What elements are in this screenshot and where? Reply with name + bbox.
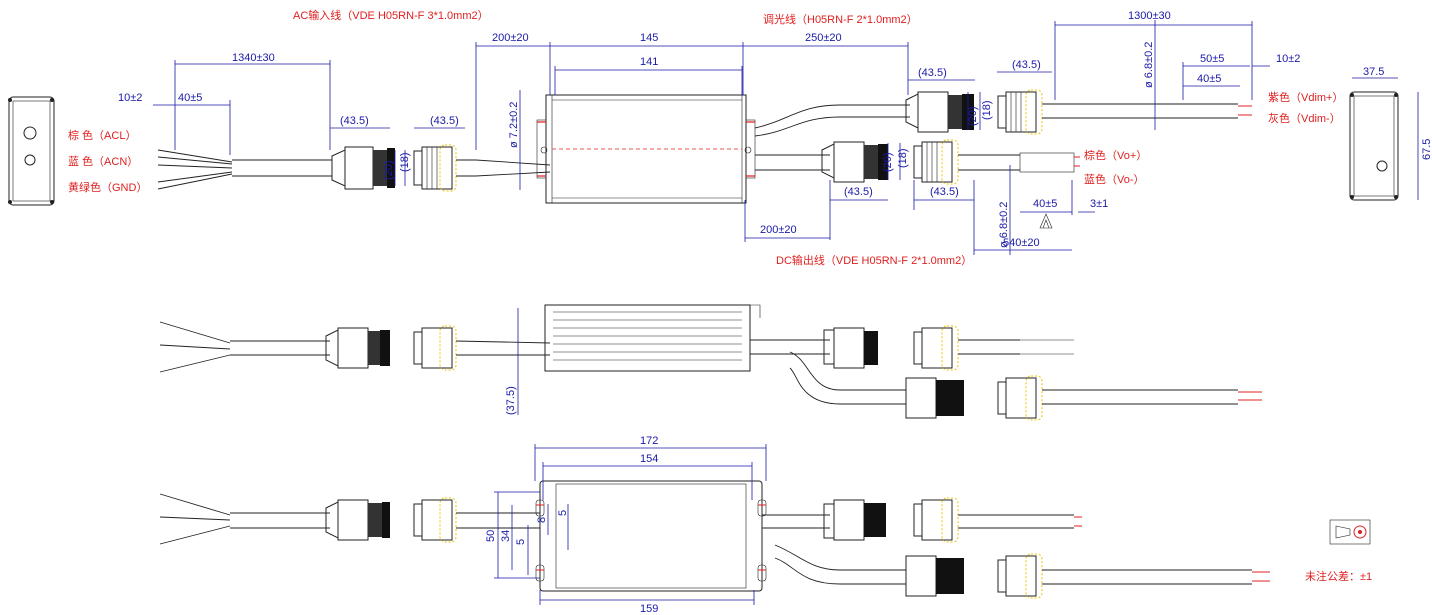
ac-female-connector [413,144,476,192]
dc-cable [755,154,830,171]
left-end-view [8,96,55,206]
dim-67-5: 67.5 [1421,139,1432,160]
dim-200-bottom: 200±20 [760,224,797,236]
acl-label: 棕 色（ACL） [68,128,136,142]
dim-43-5-b: (43.5) [430,115,459,127]
dim-male-connector [905,91,974,133]
projection-symbol [1329,519,1371,545]
dim-18-b: (18) [981,100,993,120]
ac-cable-to-body [475,159,551,177]
dim-145: 145 [640,32,658,44]
ac-male-connector [331,146,395,190]
dim-50: 50±5 [1200,53,1224,65]
dim-cable [754,104,910,137]
dim-female-connector [997,89,1043,135]
dim-18-c: (18) [897,148,909,168]
dim-3: 3±1 [1090,198,1108,210]
ac-cable-segment [232,159,332,177]
dim-43-5-a: (43.5) [340,115,369,127]
dim-5-b: 5 [557,510,569,516]
dim-18-a: (18) [399,152,411,172]
vdim-plus-label: 紫色（Vdim+） [1268,90,1344,104]
dim-37-5-a: 37.5 [1363,66,1384,78]
dim-8: 8 [536,517,548,523]
dim-40-left: 40±5 [178,92,202,104]
tolerance-note: 未注公差：±1 [1305,569,1372,583]
gnd-label: 黄绿色（GND） [68,180,147,194]
dim-20-b: (20) [967,106,979,126]
driver-body-top [536,94,756,204]
dim-43-5-f: (43.5) [930,186,959,198]
dim-10-right: 10±2 [1276,53,1300,65]
dim-dia-6-8-b: ø 6.8±0.2 [998,202,1010,248]
dc-male-connector [821,141,888,183]
dim-154: 154 [640,453,658,465]
bottom-view [159,444,1270,605]
dc-cable-out [958,154,1020,171]
ac-wires [157,149,233,190]
dim-50-h: 50 [485,530,497,542]
dim-200-top: 200±20 [492,32,529,44]
dim-43-5-d: (43.5) [1012,59,1041,71]
dim-cable-label: 调光线（H05RN-F 2*1.0mm2） [763,12,918,26]
dim-172: 172 [640,435,658,447]
dim-159: 159 [640,603,658,615]
dim-dia-6-8-a: ø 6.8±0.2 [1143,42,1155,88]
dim-540: 540±20 [1003,237,1040,249]
dim-43-5-c: (43.5) [918,67,947,79]
dim-40-right: 40±5 [1197,73,1221,85]
dim-dia-7-2: ø 7.2±0.2 [508,102,520,148]
dim-5-a: 5 [515,539,527,545]
right-end-view [1349,91,1399,201]
dim-34: 34 [500,530,512,542]
dim-250: 250±20 [805,32,842,44]
dc-cable-label: DC输出线（VDE H05RN-F 2*1.0mm2） [776,253,972,267]
vo-plus-label: 棕色（Vo+） [1084,148,1147,162]
dim-43-5-e: (43.5) [844,186,873,198]
vdim-minus-label: 灰色（Vdim-） [1268,111,1341,125]
acn-label: 蓝 色（ACN） [68,154,138,168]
dim-1340: 1340±30 [232,52,275,64]
dim-40-dc: 40±5 [1033,198,1057,210]
dim-10-left: 10±2 [118,92,142,104]
dim-cable-out [1042,103,1238,119]
vo-minus-label: 蓝色（Vo-） [1084,172,1145,186]
dim-1300: 1300±30 [1128,10,1171,22]
dim-141: 141 [640,56,658,68]
dim-20-c: (20) [882,152,894,172]
dim-20-a: (20) [383,160,395,180]
dimensions-top [153,20,1419,255]
ac-cable-label: AC输入线（VDE H05RN-F 3*1.0mm2） [293,8,489,22]
dim-37-5-side: (37.5) [505,386,517,415]
dc-female-connector [913,139,959,185]
side-view [159,304,1262,421]
